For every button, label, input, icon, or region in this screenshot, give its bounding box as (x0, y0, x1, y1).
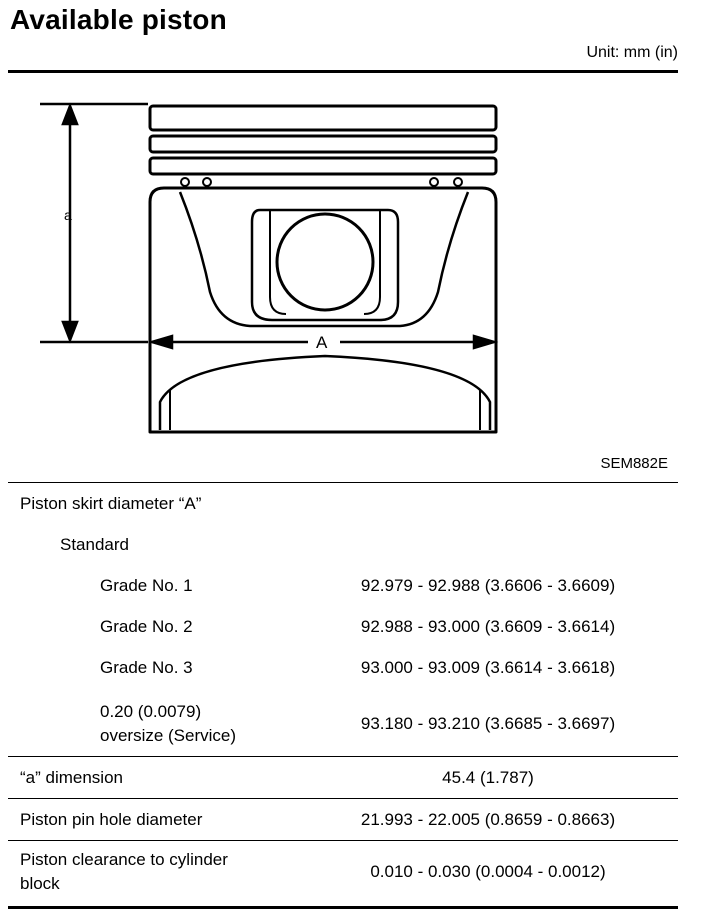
clearance-label-1: Piston clearance to cylinder (20, 850, 228, 869)
sub-label: Standard (60, 535, 129, 554)
piston-diagram: a A (40, 102, 499, 434)
piston-ring-1 (148, 104, 498, 132)
grade-label: Grade No. 1 (100, 576, 193, 595)
row-divider (8, 798, 678, 799)
grade-label: Grade No. 2 (100, 617, 193, 636)
pin-hole-label: Piston pin hole diameter (20, 810, 203, 829)
row-divider (8, 840, 678, 841)
oversize-value: 93.180 - 93.210 (3.6685 - 3.6697) (360, 714, 616, 733)
piston-ring-3 (148, 156, 498, 176)
grade-label: Grade No. 3 (100, 658, 193, 677)
header-rule (8, 70, 678, 73)
oversize-label-2: oversize (Service) (100, 726, 237, 745)
a-dimension-label: “a” dimension (20, 768, 123, 787)
a-dimension-value: 45.4 (1.787) (442, 768, 534, 787)
clearance-label-2: block (20, 874, 60, 893)
figure-code: SEM882E (600, 455, 668, 472)
dim-a-label: a (64, 207, 72, 223)
row-divider (8, 756, 678, 757)
grade-value: 93.000 - 93.009 (3.6614 - 3.6618) (360, 658, 616, 677)
section-label: Piston skirt diameter “A” (20, 494, 202, 513)
grade-value: 92.979 - 92.988 (3.6606 - 3.6609) (360, 576, 616, 595)
unit-label: Unit: mm (in) (586, 44, 678, 61)
piston-pin (275, 212, 375, 312)
piston-ring-2 (148, 134, 498, 154)
piston-skirt (148, 186, 498, 434)
oversize-label-1: 0.20 (0.0079) (100, 702, 202, 721)
clearance-value: 0.010 - 0.030 (0.0004 - 0.0012) (370, 862, 606, 881)
grade-value: 92.988 - 93.000 (3.6609 - 3.6614) (360, 617, 616, 636)
table-bottom-rule (8, 906, 678, 909)
table-top-rule (8, 482, 678, 483)
pin-hole-value: 21.993 - 22.005 (0.8659 - 0.8663) (360, 810, 616, 829)
page-title: Available piston (10, 4, 227, 35)
dim-A-label: A (316, 333, 328, 352)
